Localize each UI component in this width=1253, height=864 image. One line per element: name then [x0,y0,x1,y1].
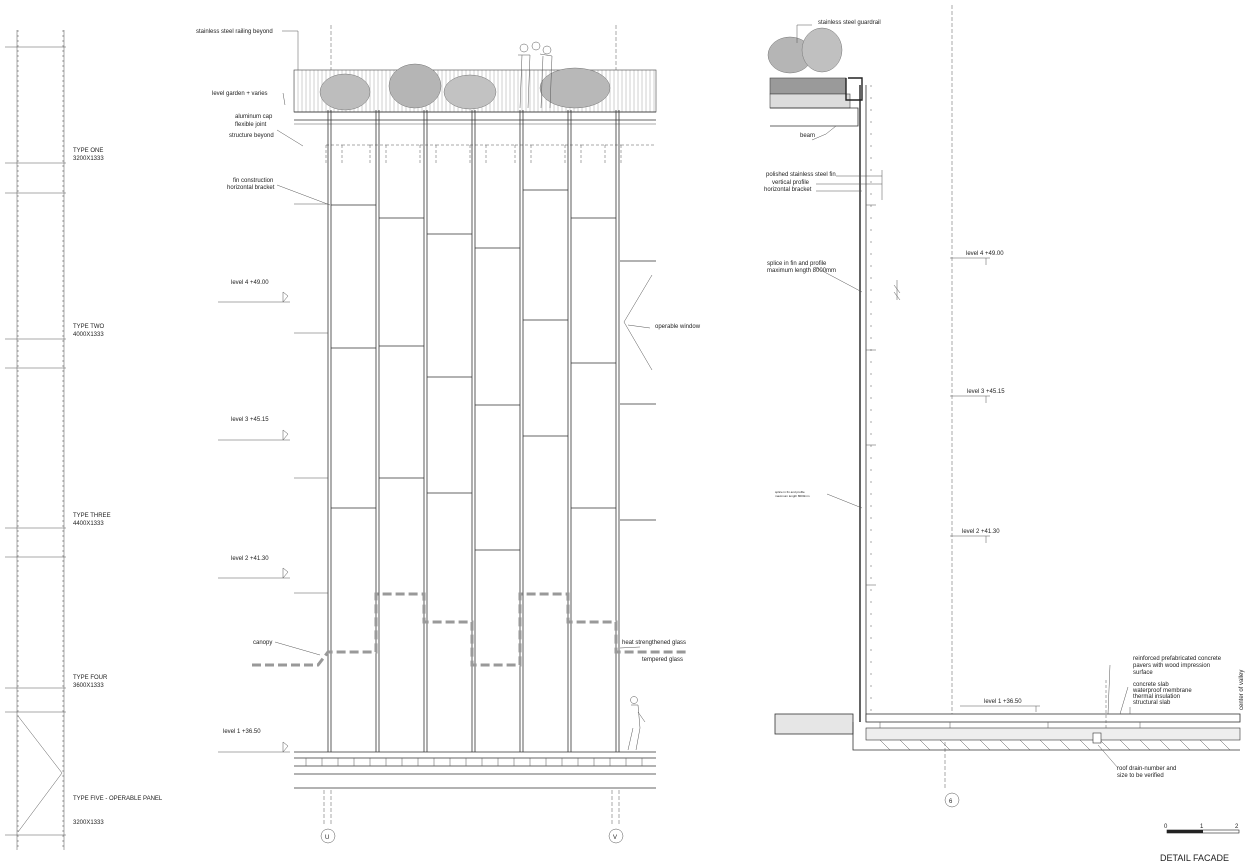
splice-label-1: splice in fin and profile [767,261,827,267]
garden-label: level garden + varies [212,91,268,97]
bracket-label: horizontal bracket [227,185,275,191]
vertical-profile-label: vertical profile [772,180,810,186]
scale-tick-0: 0 [1164,824,1168,830]
pavers-label-3: surface [1133,670,1153,676]
canopy-label: canopy [253,640,272,646]
pavers-label-2: pavers with wood impression [1133,663,1210,669]
panel-type-three-size: 4400X1333 [73,521,104,527]
pavers-label-1: reinforced prefabricated concrete [1133,656,1222,662]
heat-glass-label: heat strengthened glass [622,640,686,646]
grid-marker-u [320,828,336,844]
membrane-label: waterproof membrane [1132,688,1192,694]
horizontal-bracket-label: horizontal bracket [764,187,812,193]
level3-marker [218,429,290,441]
roof-planter [767,27,851,109]
scale-bar: 0 1 2 [1164,824,1240,834]
pedestrian-figure [627,696,646,751]
roof-slab-section [774,713,1241,751]
sec-level2-label: level 2 +41.30 [962,529,1000,535]
elev-level1-label: level 1 +36.50 [223,729,261,735]
elev-level2-label: level 2 +41.30 [231,556,269,562]
drain-label-2: size to be verified [1117,773,1164,779]
sec-level4-marker [950,257,990,265]
sec-level4-label: level 4 +49.00 [966,251,1004,257]
joint-label: flexible joint [235,122,267,128]
panel-type-four-size: 3600X1333 [73,683,104,689]
small-splice-label-1: splice in fin and profile [775,490,805,494]
structural-slab-label: structural slab [1133,700,1171,706]
grid-marker-u-label: U [325,835,329,841]
panel-type-four-name: TYPE FOUR [73,675,108,681]
panel-type-three-name: TYPE THREE [73,513,111,519]
sec-level3-label: level 3 +45.15 [967,389,1005,395]
panel-type-two-name: TYPE TWO [73,324,105,330]
canopy-glass-line [252,592,686,667]
grid-marker-6 [944,792,960,808]
scale-tick-1: 1 [1200,824,1204,830]
small-splice-label-2: maximum length 8000mm [775,494,810,498]
scale-tick-2: 2 [1235,824,1239,830]
operable-window-symbol [623,274,653,371]
sec-level1-label: level 1 +36.50 [984,699,1022,705]
railing-label: stainless steel railing beyond [196,29,273,35]
grid-marker-6-label: 6 [949,799,953,805]
level2-marker [218,567,290,579]
sec-level3-marker [950,395,990,403]
elev-level4-label: level 4 +49.00 [231,280,269,286]
concrete-slab-label: concrete slab [1133,682,1169,688]
sec-level2-marker [950,535,990,543]
structure-label: structure beyond [229,133,274,139]
level4-marker [218,291,290,303]
panel-type-five-size: 3200X1333 [73,820,104,826]
polished-fin-label: polished stainless steel fin [766,172,836,178]
elevation-base [294,751,656,789]
fin-label: fin construction [233,178,273,184]
panel-type-one-size: 3200X1333 [73,156,104,162]
panel-type-five-name: TYPE FIVE - OPERABLE PANEL [73,796,163,802]
elev-level3-label: level 3 +45.15 [231,417,269,423]
facade-section: 6 stainless steel guardrail beam polishe… [764,5,1245,808]
sec-level1-marker [960,705,1040,712]
facade-elevation: U V stainless steel railing beyond level… [196,25,701,844]
insulation-label: thermal insulation [1133,694,1180,700]
splice-label-2: maximum length 8000mm [767,268,836,274]
grid-marker-v-label: V [613,835,617,841]
beam-label: beam [800,133,815,139]
glass-panel-joints [294,189,656,594]
panel-type-two-size: 4000X1333 [73,332,104,338]
valley-label: center of valley [1239,670,1245,710]
guardrail-label: stainless steel guardrail [818,20,881,26]
panel-type-one-name: TYPE ONE [73,148,103,154]
structure-beyond [325,144,656,165]
operable-window-label: operable window [655,324,701,330]
operable-panel-symbol [17,715,63,833]
people-figures [518,41,553,109]
drain-label-1: roof drain-number and [1117,766,1176,772]
tempered-glass-label: tempered glass [642,657,683,663]
level1-marker [218,741,290,753]
cap-label: aluminum cap [235,114,273,120]
drawing-title: DETAIL FACADE [1160,853,1229,863]
panel-types-column: TYPE ONE 3200X1333 TYPE TWO 4000X1333 TY… [5,30,163,850]
garden-vegetation [319,63,611,111]
grid-marker-v [608,828,624,844]
